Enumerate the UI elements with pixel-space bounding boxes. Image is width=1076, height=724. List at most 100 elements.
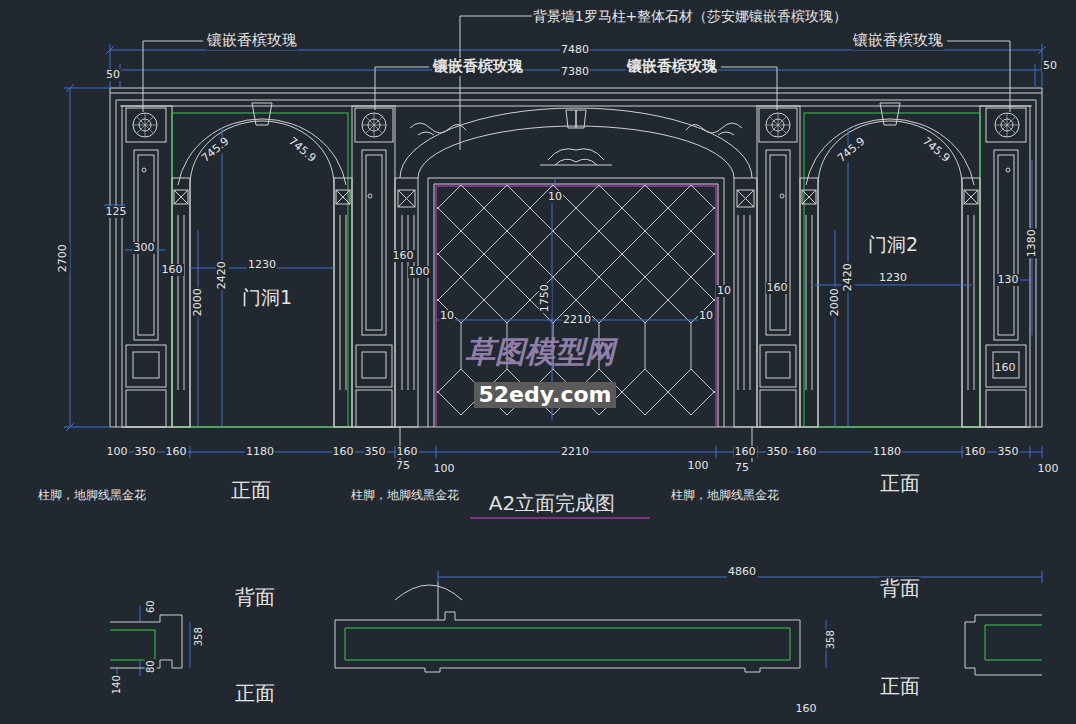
dimension-text: 100: [433, 463, 456, 476]
dimension-text: 1380: [1026, 228, 1039, 258]
line-art: [375, 67, 429, 110]
annotation-text: 背面: [234, 586, 276, 609]
line-art: [965, 615, 1042, 675]
line-art: [721, 67, 777, 110]
dimension-text: 745.9: [199, 134, 233, 165]
dimension-text: 10: [716, 285, 732, 298]
line-art: [190, 128, 334, 427]
dimension-text: 160: [396, 446, 419, 459]
dimension-text: 2210: [562, 314, 592, 327]
annotation-text: 正面: [879, 675, 921, 698]
dimension-text: 130: [997, 274, 1020, 287]
dimension-text: 10: [547, 191, 563, 204]
dimension-text: 100: [408, 266, 431, 279]
dimension-text: 350: [364, 446, 387, 459]
dimension-text: 4860: [727, 566, 757, 579]
line-art: [335, 612, 800, 672]
dimension-text: 1750: [539, 283, 552, 313]
line-art: [815, 128, 1032, 427]
dimension-text: 100: [1037, 463, 1060, 476]
dimension-text: 160: [795, 703, 818, 716]
dimension-text: 160: [766, 282, 789, 295]
dimension-text: 1230: [878, 272, 908, 285]
dimension-text: 160: [332, 446, 355, 459]
dimension-text: 2000: [192, 287, 205, 317]
dimension-text: 160: [795, 446, 818, 459]
dimension-text: 10: [698, 310, 714, 323]
dimension-text: 10: [439, 310, 455, 323]
dimension-text: 160: [161, 264, 184, 277]
dimension-text: 60: [144, 600, 156, 615]
line-art: [143, 41, 203, 112]
dimension-text: 100: [687, 460, 710, 473]
dimension-text: 350: [134, 446, 157, 459]
dimension-text: 1180: [245, 446, 275, 459]
dimension-text: 7380: [560, 66, 590, 79]
dimension-text: 300: [133, 242, 156, 255]
dimension-text: 358: [193, 626, 205, 647]
annotation-text: 正面: [879, 472, 921, 495]
line-art: [110, 630, 155, 660]
annotation-text: 正面: [234, 682, 276, 705]
line-art: [64, 84, 110, 431]
line-art: [345, 628, 790, 660]
line-art: [400, 427, 752, 462]
line-art: [64, 44, 1046, 704]
annotation-text: 柱脚，地脚线黑金花: [350, 489, 460, 503]
dimension-text: 358: [825, 629, 837, 650]
dimension-text: 2420: [842, 262, 855, 292]
annotation-text: 镶嵌香槟玫瑰: [206, 32, 298, 49]
dimension-text: 7480: [560, 44, 590, 57]
dimension-text: 125: [105, 206, 128, 219]
line-art: [395, 582, 462, 620]
dimension-text: 1180: [872, 446, 902, 459]
annotation-text: 门洞1: [241, 287, 293, 309]
annotation-text: 镶嵌香槟玫瑰: [432, 58, 524, 75]
dimension-text: 2420: [216, 260, 229, 290]
dimension-text: 75: [734, 462, 750, 475]
line-art: [576, 88, 1042, 427]
dimension-text: 80: [144, 660, 156, 675]
annotation-text: 背景墙1罗马柱+整体石材（莎安娜镶嵌香槟玫瑰）: [532, 8, 849, 24]
dimension-text: 2210: [560, 446, 590, 459]
dimension-text: 160: [165, 446, 188, 459]
annotation-text: 门洞2: [867, 234, 919, 256]
dimension-text: 50: [105, 69, 121, 82]
annotation-text: 镶嵌香槟玫瑰: [852, 32, 944, 49]
dimension-text: 2000: [829, 287, 842, 317]
dimension-text: 1230: [247, 259, 277, 272]
line-art: [143, 16, 1010, 462]
line-art: [104, 205, 175, 270]
dimension-text: 100: [106, 446, 129, 459]
line-art: [110, 88, 576, 427]
annotation-text: 柱脚，地脚线黑金花: [37, 489, 147, 503]
drawing-title: A2立面完成图: [488, 492, 616, 515]
watermark: 草图模型网: [464, 335, 616, 370]
dimension-text: 50: [1042, 60, 1058, 73]
dimension-text: 160: [392, 250, 415, 263]
line-art: [470, 518, 650, 519]
dimension-text: 75: [395, 460, 411, 473]
line-art: [460, 16, 536, 150]
dimension-text: 350: [766, 446, 789, 459]
dimension-text: 745.9: [919, 134, 953, 165]
annotation-text: 背面: [879, 577, 921, 600]
dimension-text: 160: [734, 446, 757, 459]
dimension-text: 2700: [57, 243, 70, 273]
line-art: [110, 446, 1042, 458]
watermark: 52edy.com: [474, 382, 615, 407]
annotation-text: 镶嵌香槟玫瑰: [626, 58, 718, 75]
line-art: [985, 625, 1042, 660]
line-art: [110, 64, 1042, 88]
dimension-text: 160: [994, 362, 1017, 375]
dimension-text: 350: [997, 446, 1020, 459]
annotation-text: 柱脚，地脚线黑金花: [670, 489, 780, 503]
dimension-text: 160: [964, 446, 987, 459]
dimension-text: 140: [111, 674, 123, 695]
line-art: [106, 44, 1046, 88]
line-art: [117, 571, 1042, 704]
line-art: [947, 41, 1010, 112]
line-art: [437, 178, 715, 420]
dimension-text: 745.9: [285, 134, 319, 165]
